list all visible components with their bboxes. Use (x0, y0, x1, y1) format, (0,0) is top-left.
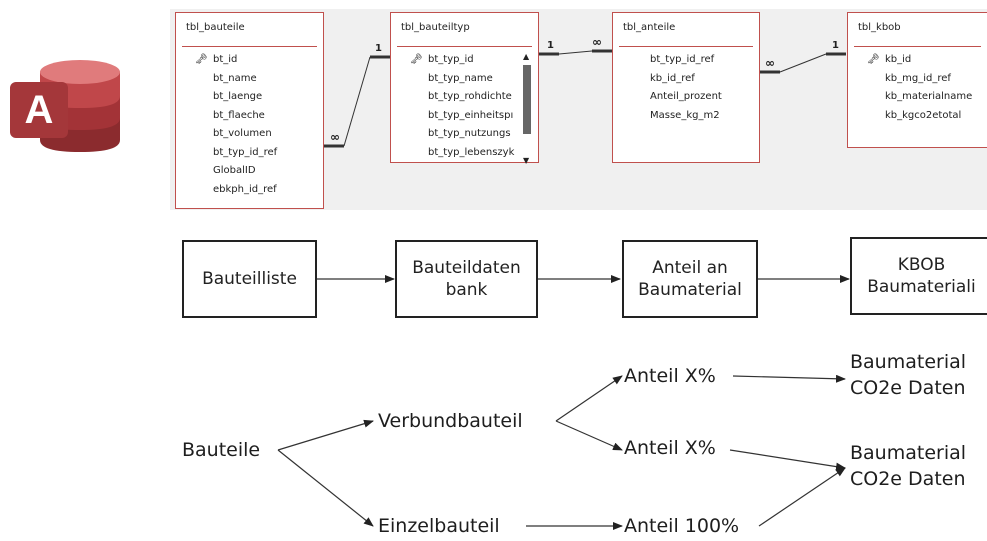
field[interactable]: bt_name (213, 72, 257, 84)
flow-box-bauteilliste: Bauteilliste (182, 240, 317, 318)
one-marker: 1 (375, 43, 382, 54)
tree-arrow (732, 374, 846, 383)
field[interactable]: bt_typ_nutzungs (428, 128, 511, 139)
primary-key-icon: 🗝 (867, 54, 880, 65)
field[interactable]: kb_kgco2etotal (885, 109, 962, 121)
tree-arrow (729, 449, 846, 471)
tree-share-full-label: Anteil 100% (624, 515, 740, 537)
field[interactable]: bt_typ_id_ref (650, 54, 715, 65)
tree-arrow (555, 420, 623, 451)
tree-arrow (277, 419, 374, 451)
many-marker: ∞ (592, 35, 602, 49)
access-logo-icon: A (10, 60, 120, 152)
tree-share-b-label: Anteil X% (624, 437, 716, 459)
primary-key-icon: 🗝 (195, 54, 208, 65)
tree-arrow (758, 467, 846, 527)
scroll-down-icon[interactable]: ▼ (523, 156, 530, 165)
table-title: tbl_kbob (858, 22, 901, 33)
field[interactable]: bt_typ_name (428, 72, 493, 84)
table-title: tbl_bauteiltyp (401, 22, 470, 33)
table-tbl-bauteile[interactable]: tbl_bauteile 🗝bt_id bt_name bt_laenge bt… (175, 12, 324, 209)
one-marker: 1 (547, 40, 554, 51)
tree-root-label: Bauteile (182, 439, 261, 461)
logo-letter: A (25, 88, 54, 132)
table-title: tbl_bauteile (186, 22, 245, 33)
relationship-line[interactable] (324, 55, 390, 148)
field[interactable]: ebkph_id_ref (213, 183, 277, 195)
primary-key-icon: 🗝 (410, 54, 423, 65)
field[interactable]: bt_typ_id_ref (213, 146, 278, 158)
field[interactable]: GlobalID (213, 165, 256, 176)
field[interactable]: bt_typ_rohdichte (428, 91, 512, 102)
field[interactable]: kb_id_ref (650, 72, 695, 84)
field[interactable]: bt_typ_einheitspı (428, 109, 514, 121)
table-tbl-bauteiltyp[interactable]: tbl_bauteiltyp 🗝bt_typ_id bt_typ_name bt… (390, 12, 539, 165)
relationship-line[interactable] (760, 52, 846, 74)
scroll-up-icon[interactable]: ▲ (523, 52, 530, 61)
relationships-window: tbl_bauteile 🗝bt_id bt_name bt_laenge bt… (170, 9, 987, 210)
field[interactable]: kb_mg_id_ref (885, 72, 951, 84)
tree-target-1-label: Baumaterial CO2e Daten (850, 351, 967, 399)
field[interactable]: bt_flaeche (213, 109, 265, 121)
many-marker: ∞ (765, 56, 775, 70)
tree-share-a-label: Anteil X% (624, 365, 716, 387)
tree-target-2-label: Baumaterial CO2e Daten (850, 442, 967, 490)
vertical-scrollbar[interactable]: ▲ ▼ (522, 53, 532, 165)
table-title: tbl_anteile (623, 22, 676, 33)
flow-box-anteil-an-baumaterial: Anteil an Baumaterial (622, 240, 758, 318)
field[interactable]: bt_typ_lebenszyk (428, 146, 515, 158)
scroll-thumb[interactable] (523, 65, 531, 134)
field[interactable]: 🗝bt_typ_id (397, 51, 514, 70)
field[interactable]: Masse_kg_m2 (650, 109, 720, 121)
relationship-line[interactable] (539, 49, 612, 56)
tree-single-label: Einzelbauteil (378, 515, 500, 537)
field[interactable]: 🗝kb_id (854, 51, 972, 70)
one-marker: 1 (832, 40, 839, 51)
tree-arrow (277, 449, 374, 527)
table-tbl-anteile[interactable]: tbl_anteile bt_typ_id_ref kb_id_ref Ante… (612, 12, 760, 163)
field[interactable]: kb_materialname (885, 91, 973, 102)
field[interactable]: bt_volumen (213, 128, 272, 139)
table-tbl-kbob[interactable]: tbl_kbob 🗝kb_id kb_mg_id_ref kb_material… (847, 12, 987, 148)
tree-arrow (555, 375, 623, 422)
flow-box-kbob-baumaterialien: KBOB Baumateriali (850, 237, 987, 315)
field[interactable]: Anteil_prozent (650, 91, 722, 102)
tree-composite-label: Verbundbauteil (378, 410, 523, 432)
field[interactable]: bt_laenge (213, 91, 263, 102)
flow-box-bauteildatenbank: Bauteildaten bank (395, 240, 538, 318)
many-marker: ∞ (330, 130, 340, 144)
field[interactable]: 🗝bt_id (182, 51, 277, 70)
